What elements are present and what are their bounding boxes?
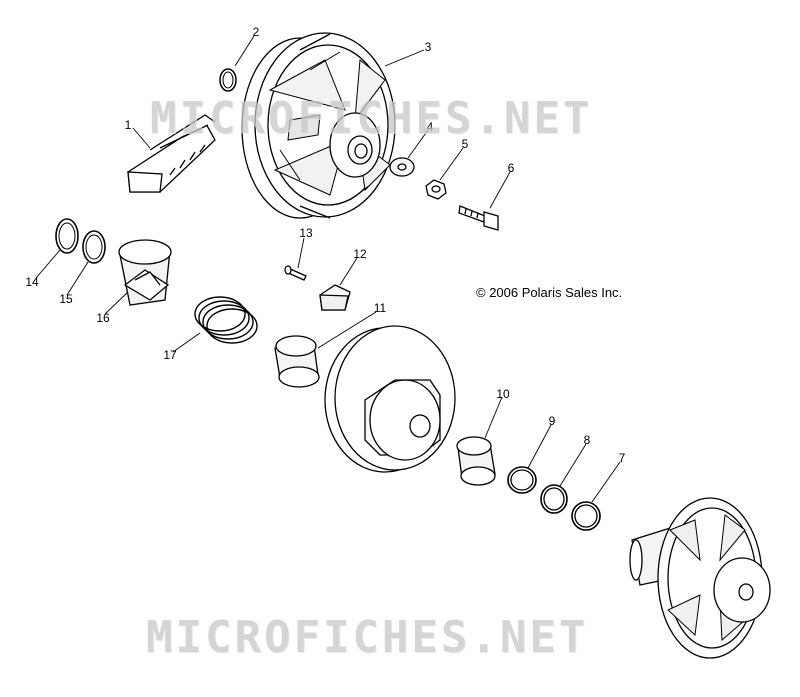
part-13-pin bbox=[284, 265, 307, 281]
part-6-bolt bbox=[458, 205, 499, 231]
callout-14: 14 bbox=[25, 275, 39, 289]
part-1-weight bbox=[127, 114, 216, 193]
callout-11: 11 bbox=[373, 301, 387, 315]
callout-5: 5 bbox=[461, 137, 469, 151]
copyright-text: © 2006 Polaris Sales Inc. bbox=[476, 285, 623, 300]
watermark-top: MICROFICHES.NET bbox=[150, 93, 593, 144]
part-10-bushing bbox=[456, 436, 496, 486]
part-4-washer bbox=[389, 157, 415, 177]
part-7-ring bbox=[571, 501, 601, 531]
callout-12: 12 bbox=[353, 247, 367, 261]
callout-16: 16 bbox=[96, 311, 110, 325]
callout-4: 4 bbox=[426, 120, 434, 134]
callout-6: 6 bbox=[507, 161, 515, 175]
callout-2: 2 bbox=[252, 25, 260, 39]
callout-7: 7 bbox=[618, 451, 626, 465]
part-5-nut bbox=[425, 179, 447, 200]
watermark-bottom: MICROFICHES.NET bbox=[146, 612, 589, 663]
part-2-ring bbox=[219, 68, 237, 92]
part-11-bushing bbox=[274, 335, 320, 388]
part-14-snap-ring bbox=[55, 218, 79, 254]
callout-17: 17 bbox=[163, 348, 177, 362]
leader-lines bbox=[35, 35, 621, 503]
callout-3: 3 bbox=[424, 40, 432, 54]
callout-13: 13 bbox=[299, 226, 313, 240]
part-8-ring bbox=[540, 484, 568, 514]
part-15-ring bbox=[82, 230, 106, 264]
part-16-cam bbox=[118, 239, 172, 306]
shaft-sheave-assembly bbox=[629, 497, 771, 659]
callout-1: 1 bbox=[124, 118, 132, 132]
part-12-block bbox=[319, 284, 351, 311]
callout-9: 9 bbox=[548, 414, 556, 428]
callout-15: 15 bbox=[59, 292, 73, 306]
movable-sheave bbox=[324, 325, 456, 473]
part-3-fixed-sheave bbox=[241, 32, 396, 219]
part-17-spring bbox=[194, 296, 258, 344]
callout-8: 8 bbox=[583, 433, 591, 447]
part-9-ring bbox=[507, 466, 537, 494]
callout-10: 10 bbox=[496, 387, 510, 401]
